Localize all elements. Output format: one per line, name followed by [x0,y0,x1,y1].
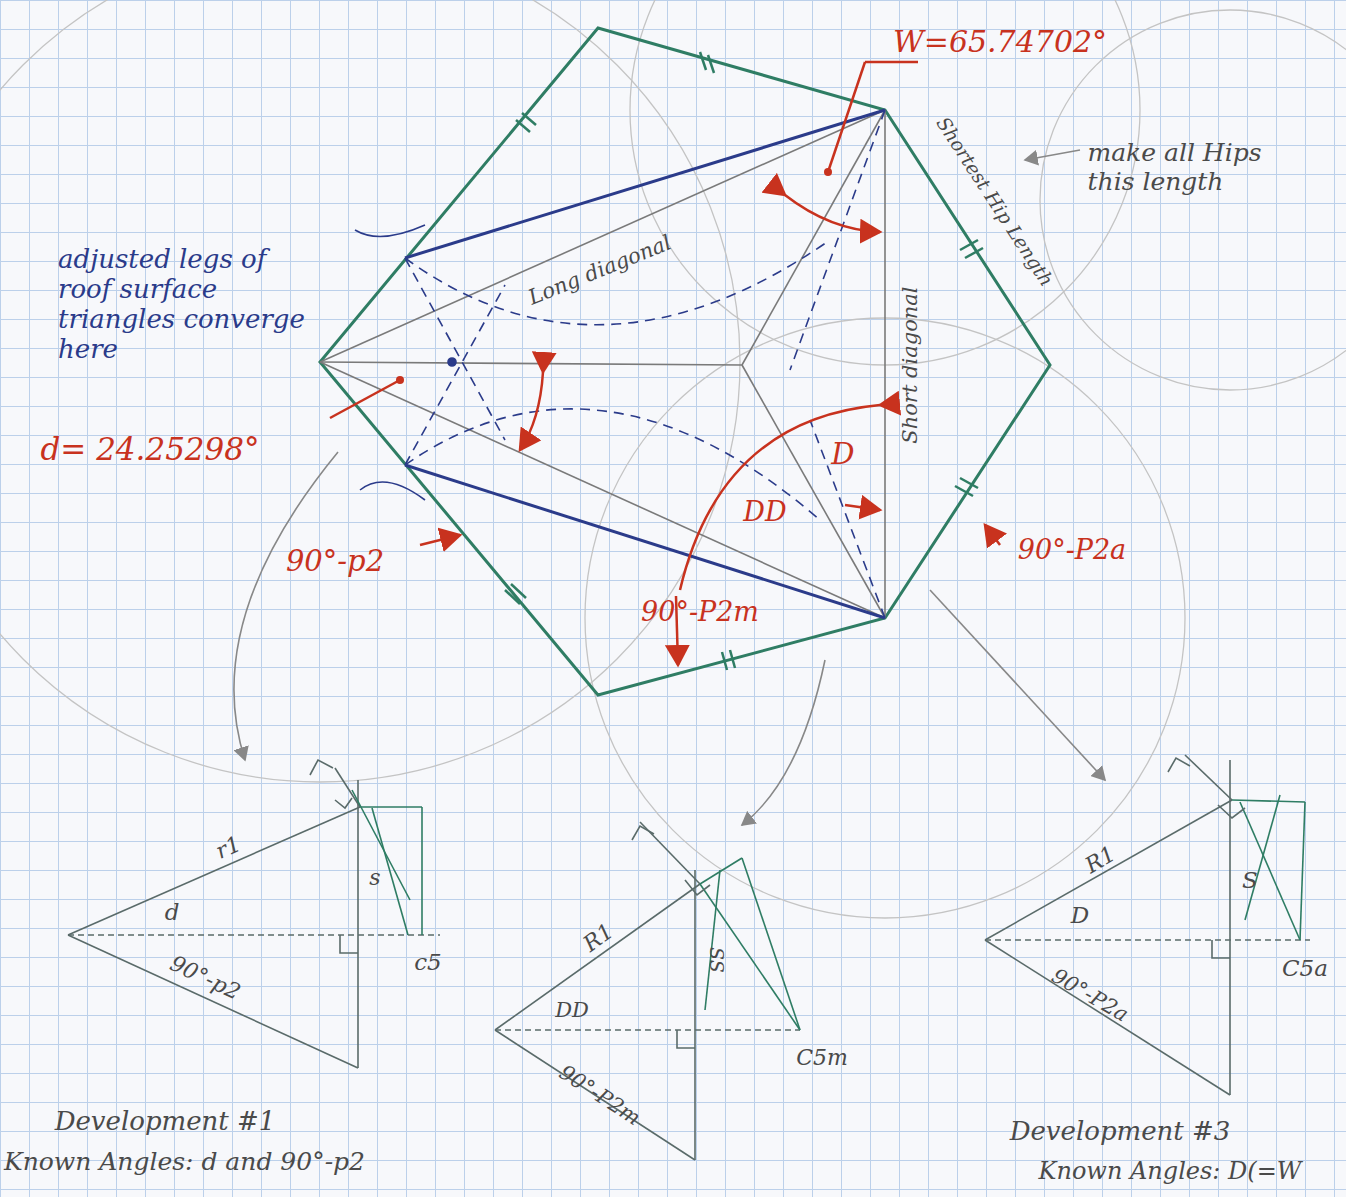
diagram-label: Development #3 [1010,1117,1231,1147]
diagram-label: 90°-P2a [1018,534,1126,565]
diagram-label: D [1071,902,1089,928]
diagram-label: c5 [414,949,442,975]
diagram-label: C5a [1282,955,1328,981]
diagram-label: Known Angles: d and 90°-p2 [4,1148,365,1177]
diagram-label: S [1242,867,1258,893]
diagram-label: SS [705,947,727,973]
diagram-label: Development #1 [55,1107,276,1137]
diagram-label: W=65.74702° [893,25,1107,60]
diagram-label: 90°-p2 [166,951,244,1005]
diagram-label: 90°-P2a [1047,963,1132,1026]
diagram-label: d [165,899,180,925]
diagram-label: Known Angles: D(=W [1039,1158,1302,1186]
diagram-label: 90°-P2m [555,1060,645,1130]
diagram-label: DD [743,496,786,527]
diagram-label: R1 [1080,841,1119,878]
diagram-label: r1 [212,831,245,864]
diagram-label: D [831,438,854,471]
diagram-label: 90°-p2 [286,545,384,578]
diagram-label: Shortest Hip Length [932,113,1058,290]
diagram-label: C5m [796,1045,848,1070]
diagram-label: s [369,865,380,890]
diagram-label: d= 24.25298° [40,432,259,468]
diagram-label: DD [555,998,589,1022]
diagram-label: Short diagonal [898,286,922,443]
diagram-label: 90°-P2m [641,596,759,627]
diagram-label: R1 [578,919,618,957]
diagram-label: Long diagonal [525,230,675,309]
diagram-label: adjusted legs of roof surface triangles … [58,245,318,365]
diagram-label: make all Hips this length [1088,139,1303,197]
